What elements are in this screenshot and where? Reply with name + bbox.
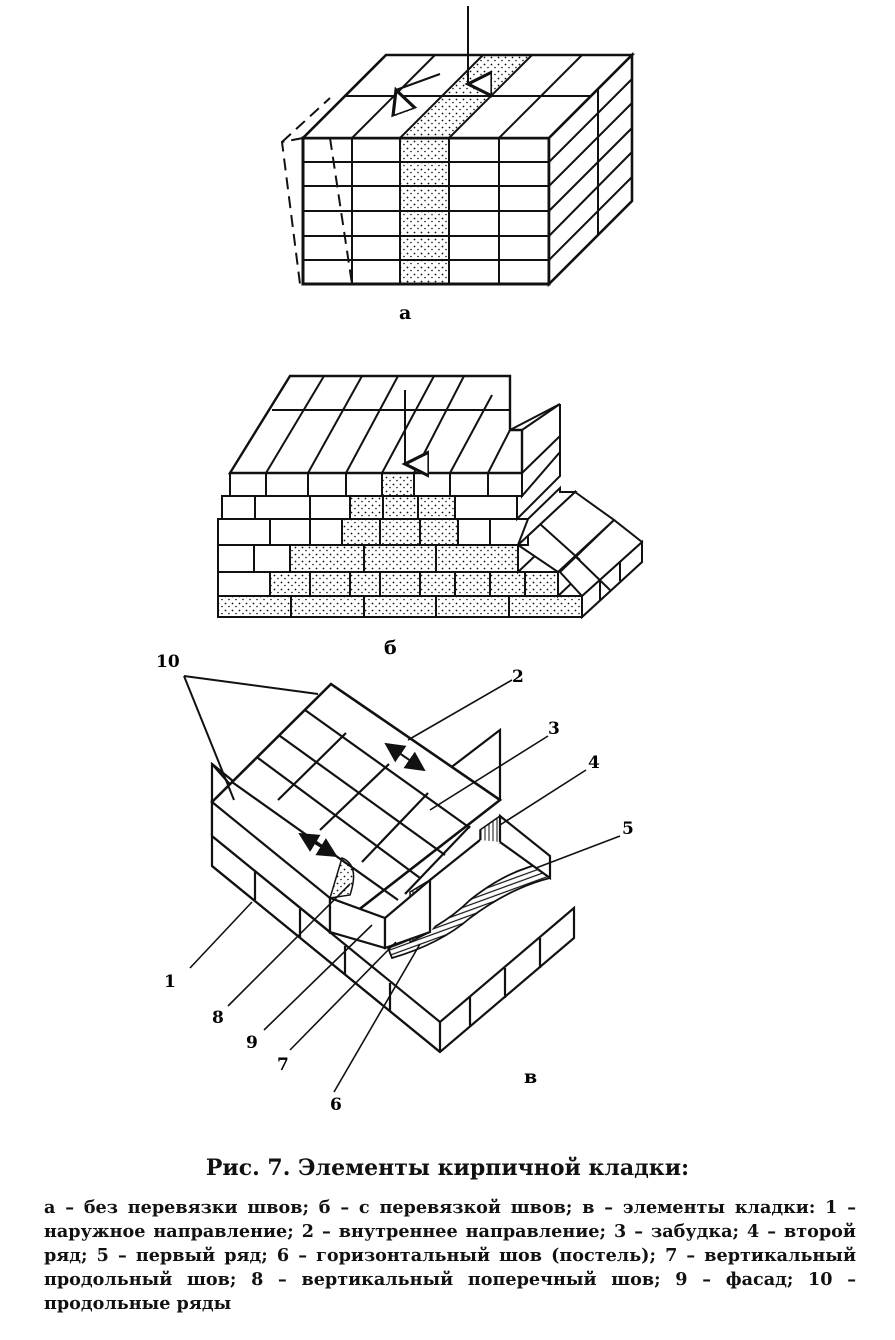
callout-8: 8 <box>212 1008 224 1028</box>
callout-7: 7 <box>277 1055 289 1075</box>
callout-3: 3 <box>548 719 560 739</box>
figure-title: Рис. 7. Элементы кирпичной кладки: <box>205 1155 690 1181</box>
caption-part-8: 8 – вертикальный поперечный шов; <box>251 1269 676 1290</box>
caption-part-6: 6 – горизонтальный шов (постель); <box>276 1245 666 1266</box>
panel-a-label: а <box>399 302 411 324</box>
panel-b-stack-with-bonding <box>217 374 644 620</box>
callout-1: 1 <box>164 972 176 992</box>
callout-2: 2 <box>512 667 524 687</box>
caption-part-9: 9 – фасад; <box>675 1269 809 1290</box>
panel-c-label: в <box>524 1066 537 1088</box>
caption-part-3: 3 – забудка; <box>613 1221 747 1242</box>
caption-part-4: 4 – второй ряд; <box>44 1221 856 1266</box>
callout-4: 4 <box>588 753 600 773</box>
brickwork-illustration: а б в 1 2 3 4 5 6 7 8 9 10 <box>156 6 644 1115</box>
figure-caption: а – без перевязки швов; б – с перевязкой… <box>44 1196 856 1316</box>
caption-part-10: 10 – продольные ряды <box>44 1269 857 1314</box>
panel-a-stack-without-bonding <box>280 6 636 288</box>
callout-5: 5 <box>622 819 634 839</box>
caption-part-b: б – с перевязкой швов; <box>318 1197 583 1218</box>
panel-b-label: б <box>384 637 397 659</box>
callout-9: 9 <box>246 1033 258 1053</box>
caption-part-c: в – элементы кладки: <box>582 1197 826 1218</box>
panel-c-masonry-elements <box>183 675 621 1093</box>
caption-part-5: 5 – первый ряд; <box>96 1245 277 1266</box>
callout-10: 10 <box>156 652 180 672</box>
caption-part-2: 2 – внутреннее направление; <box>301 1221 614 1242</box>
caption-part-1: 1 – наружное направление; <box>44 1197 857 1242</box>
callout-6: 6 <box>330 1095 342 1115</box>
caption-part-7: 7 – вертикальный продольный шов; <box>44 1245 856 1290</box>
caption-part-a: а – без перевязки швов; <box>44 1197 319 1218</box>
